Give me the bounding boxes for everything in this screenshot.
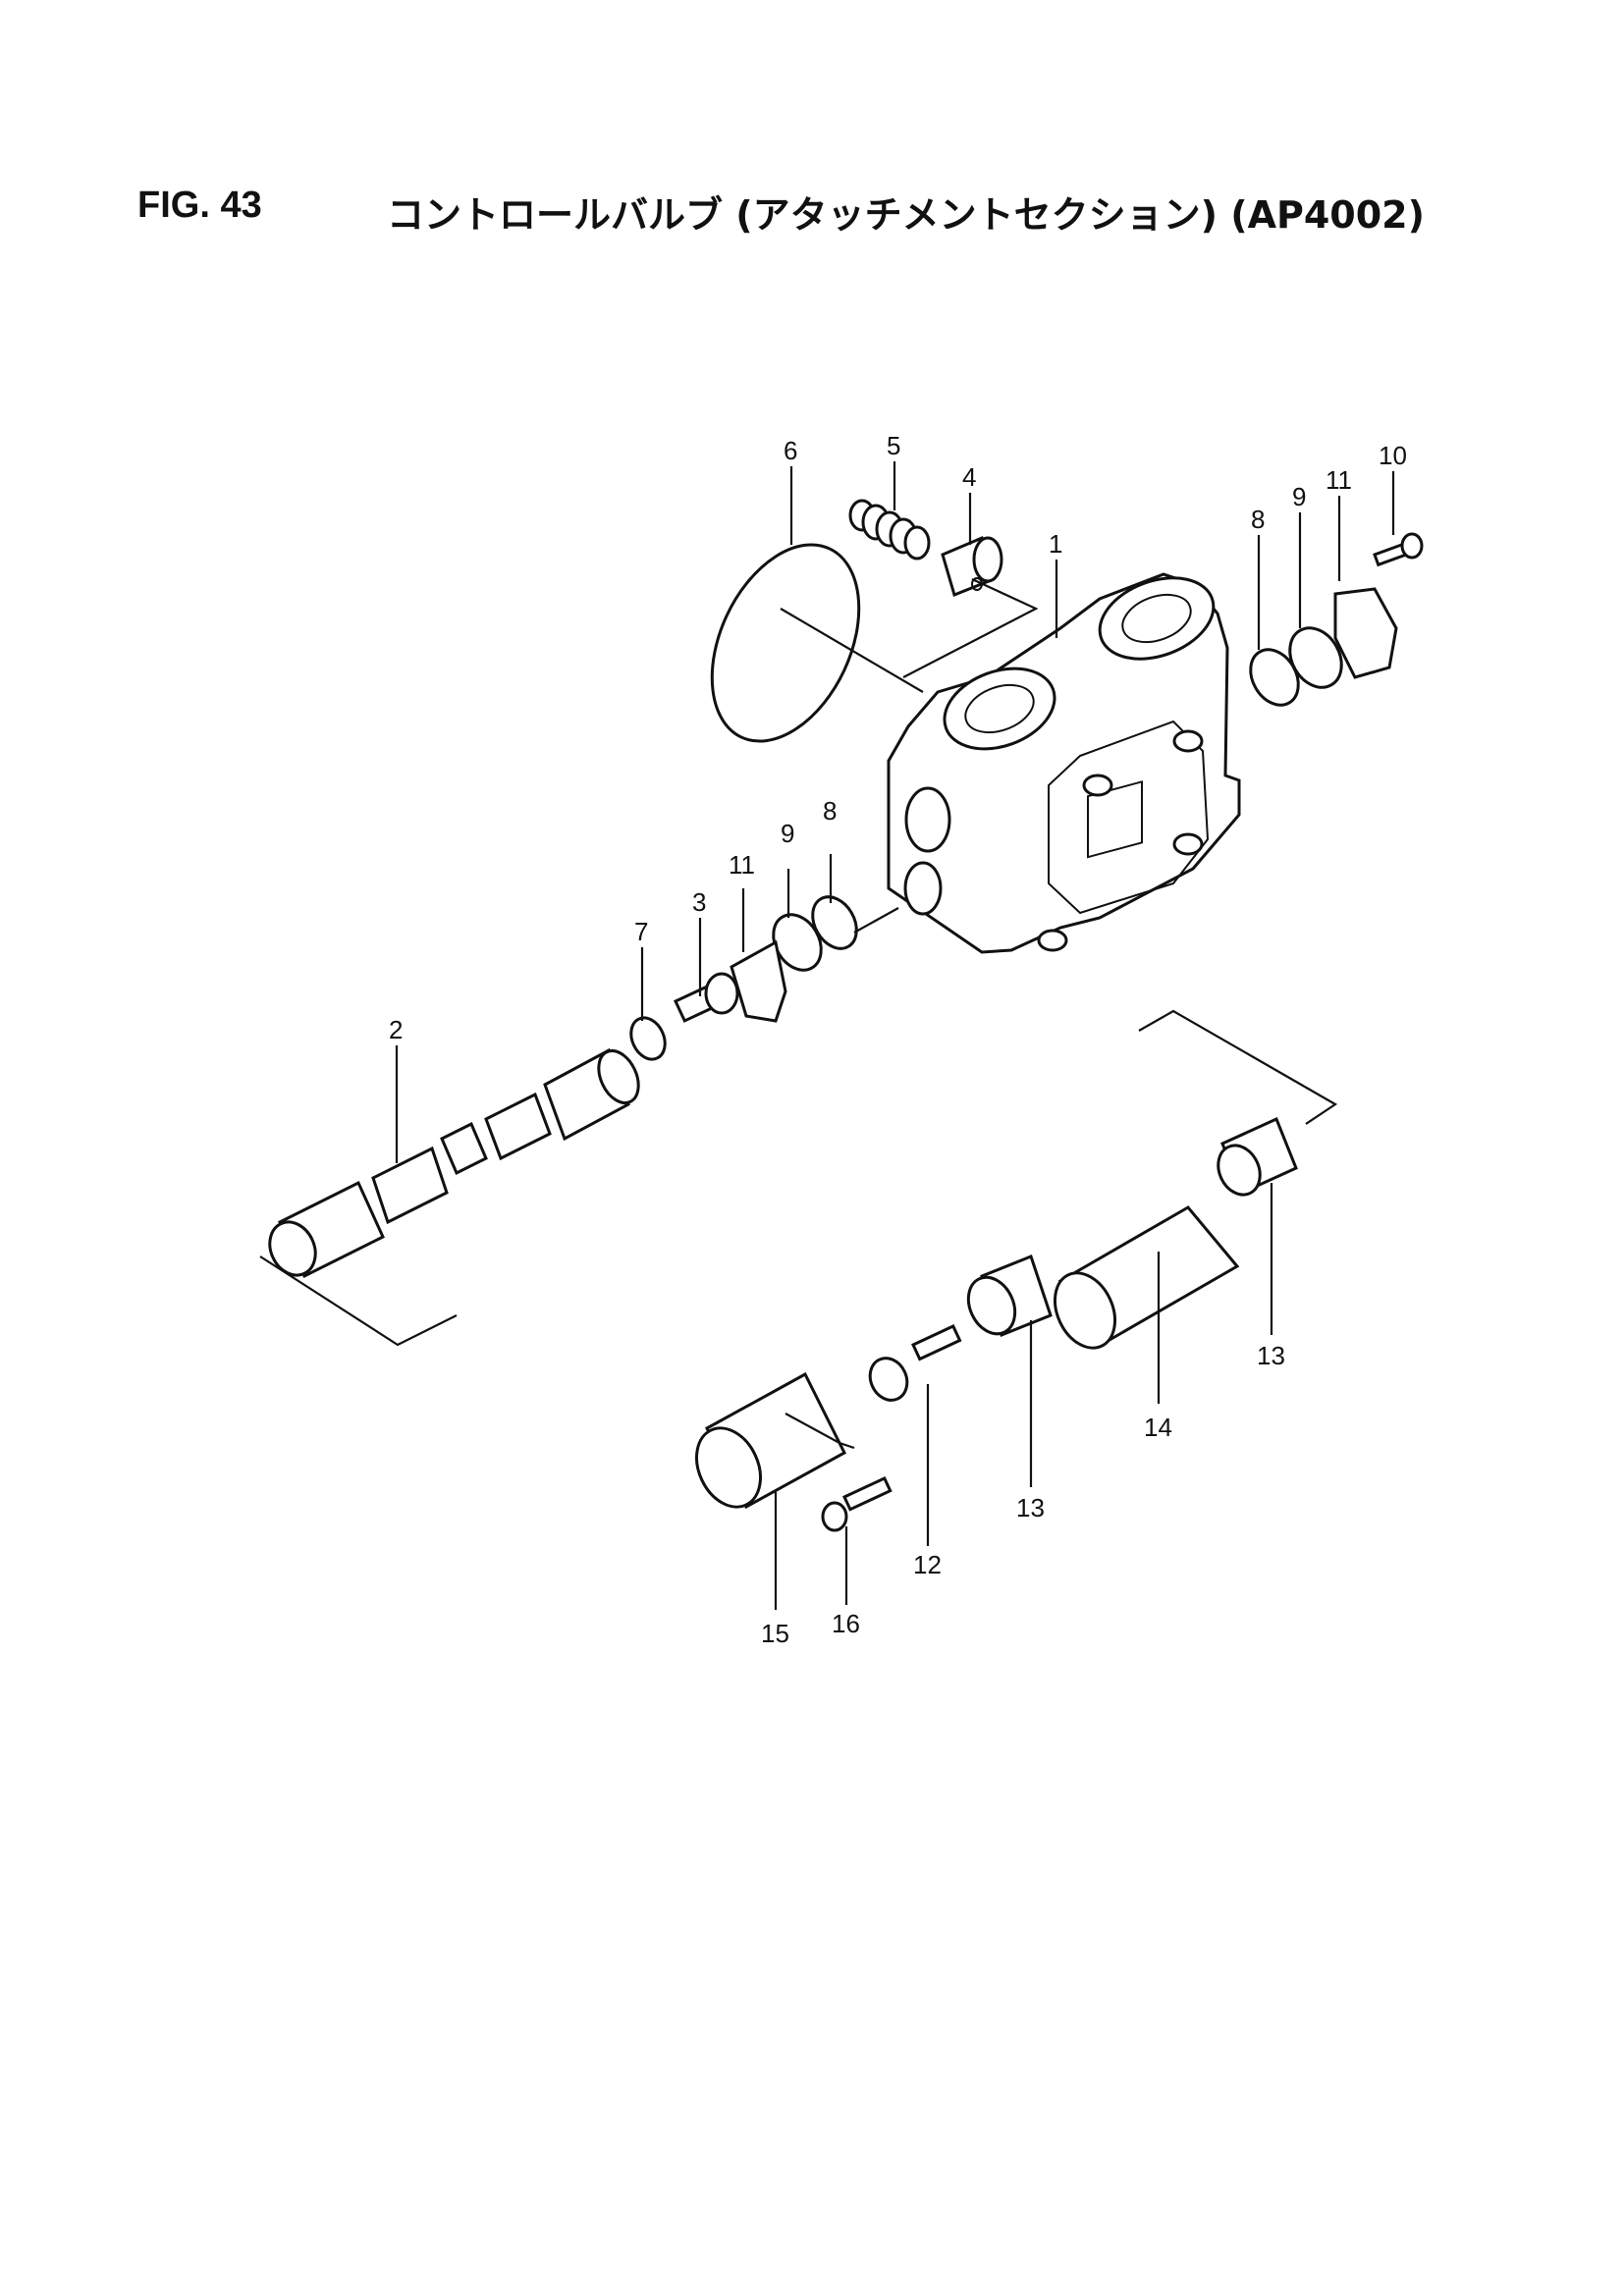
callout-label-16: 16: [832, 1609, 860, 1638]
flange-plate-right: [1333, 587, 1398, 679]
callout-label-8-left: 8: [823, 796, 837, 826]
callout-label-5: 5: [887, 431, 900, 460]
spring-cap: [695, 1371, 846, 1510]
callout-label-7: 7: [634, 917, 648, 946]
callout-label-13-lower: 13: [1016, 1493, 1045, 1522]
callout-label-13-upper: 13: [1257, 1341, 1285, 1370]
plug: [941, 535, 1003, 598]
backup-ring-right: [1288, 626, 1343, 689]
callout-labels: 1 2 3 4 5 6 7 8 9 10 11 8 9 11 12 13 13 …: [389, 431, 1407, 1648]
callout-label-8-right: 8: [1251, 505, 1265, 534]
axis-line-left-ports: [853, 907, 899, 934]
callout-label-6: 6: [784, 436, 797, 465]
figure-number: FIG. 43: [137, 185, 262, 226]
callout-label-11-left: 11: [729, 850, 755, 880]
callout-label-9-right: 9: [1292, 482, 1306, 511]
callout-label-10: 10: [1379, 441, 1407, 470]
small-spring: [848, 499, 931, 561]
callout-label-4: 4: [962, 462, 976, 492]
callout-label-11-right: 11: [1326, 465, 1352, 495]
leader-lines: [395, 461, 1395, 1610]
spool: [268, 1047, 640, 1279]
figure-title: コントロールバルブ (アタッチメントセクション) (AP4002): [387, 193, 1425, 237]
retainer-upper: [1217, 1116, 1298, 1197]
axis-line-cap: [785, 1413, 855, 1450]
gasket-disc: [710, 543, 861, 743]
bolt-right: [1373, 532, 1424, 567]
callout-label-2: 2: [389, 1015, 403, 1044]
connector: [674, 972, 739, 1023]
callout-label-9-left: 9: [781, 819, 794, 848]
spool-end-bolt: [868, 1323, 962, 1402]
large-spring: [1054, 1205, 1240, 1350]
callout-label-12: 12: [913, 1550, 942, 1579]
axis-line-spring-bracket: [1138, 1009, 1338, 1125]
valve-body: [887, 572, 1241, 954]
retainer-lower: [966, 1255, 1053, 1337]
callout-label-3: 3: [692, 887, 706, 917]
flange-plate-left: [730, 939, 787, 1023]
callout-label-1: 1: [1049, 529, 1062, 559]
callout-label-14: 14: [1144, 1413, 1172, 1442]
callout-label-15: 15: [761, 1619, 789, 1648]
axis-line-plug: [902, 578, 1039, 678]
axis-line-spool: [259, 1255, 458, 1347]
figure-header: FIG. 43 コントロールバルブ (アタッチメントセクション) (AP4002…: [137, 185, 1512, 243]
axis-line-gasket: [780, 608, 924, 693]
small-ring: [629, 1016, 667, 1061]
cap-bolt: [821, 1475, 893, 1532]
